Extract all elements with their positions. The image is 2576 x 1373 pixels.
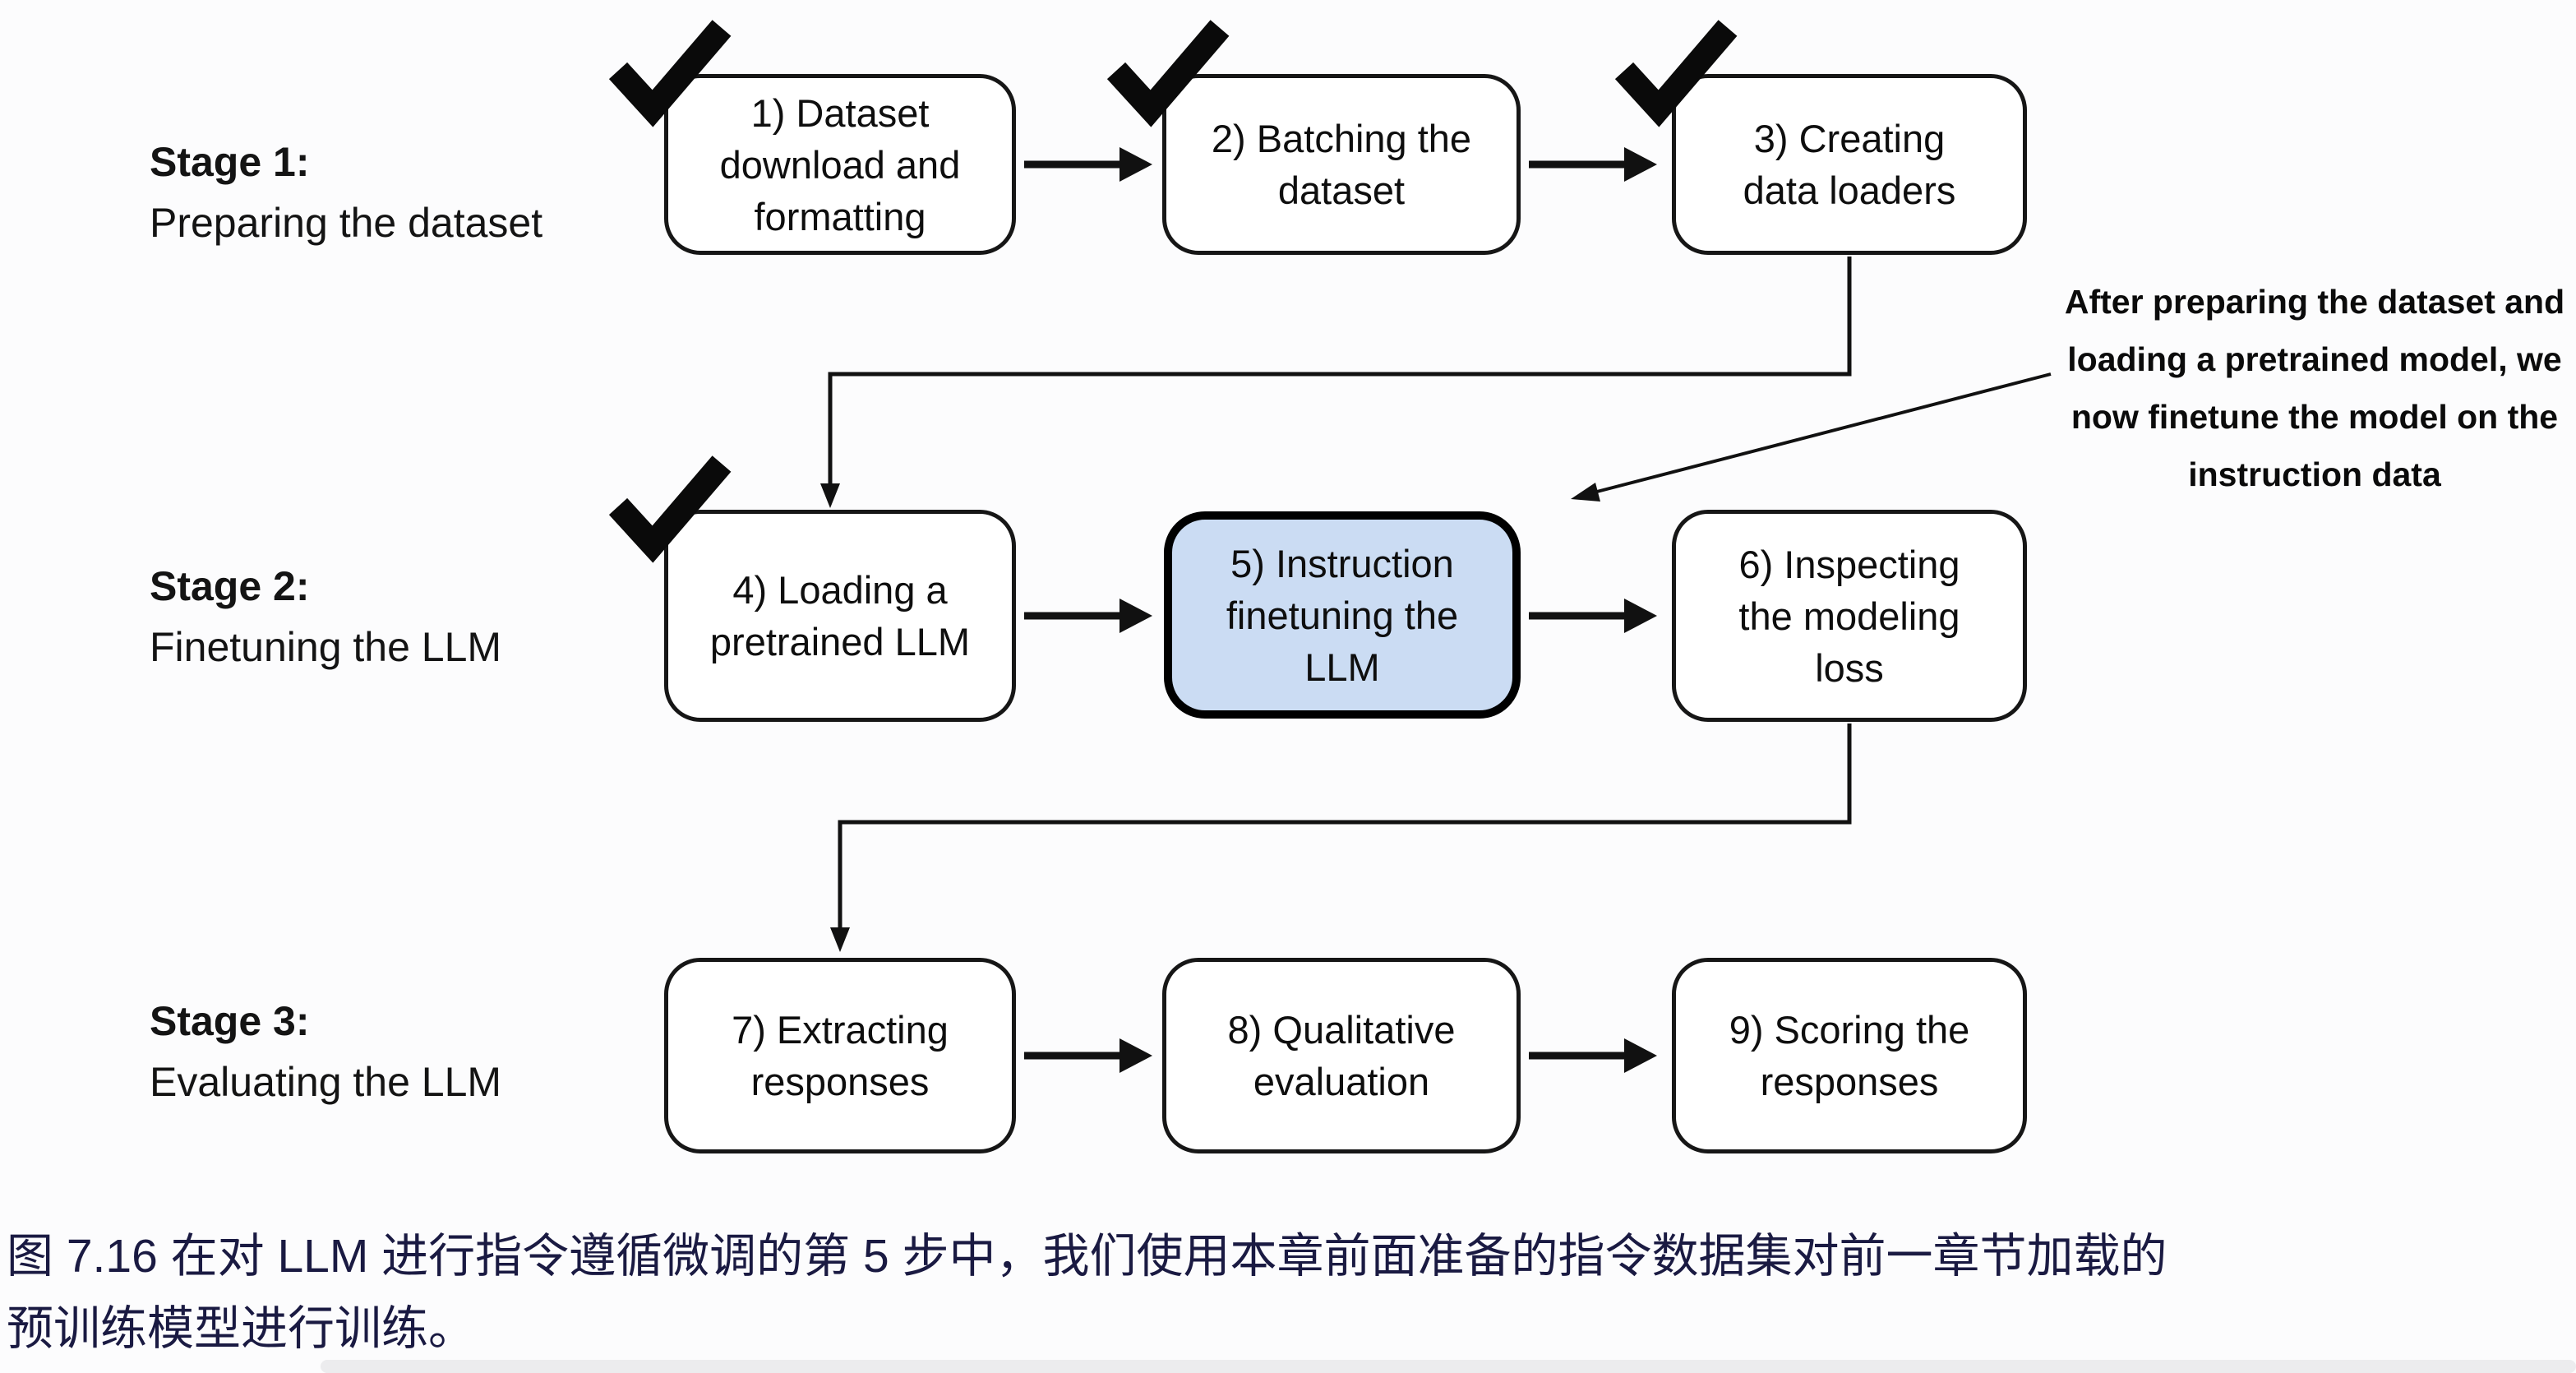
stage-2-title: Stage 2: bbox=[150, 563, 310, 609]
connector-box6-to-box7 bbox=[830, 723, 1852, 952]
stage-2-subtitle: Finetuning the LLM bbox=[150, 624, 502, 670]
arrow-right-icon bbox=[1529, 147, 1657, 182]
stage-3-subtitle: Evaluating the LLM bbox=[150, 1059, 502, 1105]
arrow-right-icon bbox=[1529, 599, 1657, 633]
box-7-extracting-responses: 7) Extracting responses bbox=[664, 958, 1016, 1153]
box-5-instruction-finetuning: 5) Instruction finetuning the LLM bbox=[1164, 511, 1521, 719]
annotation-arrow bbox=[1571, 372, 2052, 502]
box-1-dataset-download: 1) Dataset download and formatting bbox=[664, 74, 1016, 255]
arrow-right-icon bbox=[1024, 599, 1152, 633]
box-6-inspecting-loss: 6) Inspecting the modeling loss bbox=[1672, 510, 2027, 722]
bottom-strip bbox=[321, 1360, 2576, 1373]
stage-2-label: Stage 2: Finetuning the LLM bbox=[150, 556, 501, 677]
arrow-right-icon bbox=[1024, 1038, 1152, 1073]
box-4-loading-pretrained-llm: 4) Loading a pretrained LLM bbox=[664, 510, 1016, 722]
arrow-right-icon bbox=[1024, 147, 1152, 182]
box-2-batching-dataset: 2) Batching the dataset bbox=[1162, 74, 1521, 255]
arrow-right-icon bbox=[1529, 1038, 1657, 1073]
box-9-scoring-responses: 9) Scoring the responses bbox=[1672, 958, 2027, 1153]
checkmark-icon bbox=[608, 20, 732, 127]
annotation-text: After preparing the dataset and loading … bbox=[2064, 283, 2565, 493]
checkmark-icon bbox=[1106, 20, 1230, 127]
connector-box3-to-box4 bbox=[820, 257, 1852, 508]
stage-3-label: Stage 3: Evaluating the LLM bbox=[150, 991, 501, 1112]
stage-3-title: Stage 3: bbox=[150, 998, 310, 1044]
stage-1-title: Stage 1: bbox=[150, 139, 310, 185]
checkmark-icon bbox=[1614, 20, 1738, 127]
box-8-qualitative-evaluation: 8) Qualitative evaluation bbox=[1162, 958, 1521, 1153]
figure-caption: 图 7.16 在对 LLM 进行指令遵循微调的第 5 步中，我们使用本章前面准备… bbox=[7, 1230, 2167, 1355]
stage-1-subtitle: Preparing the dataset bbox=[150, 200, 543, 246]
stage-1-label: Stage 1: Preparing the dataset bbox=[150, 132, 542, 253]
box-3-creating-data-loaders: 3) Creating data loaders bbox=[1672, 74, 2027, 255]
checkmark-icon bbox=[608, 455, 732, 563]
